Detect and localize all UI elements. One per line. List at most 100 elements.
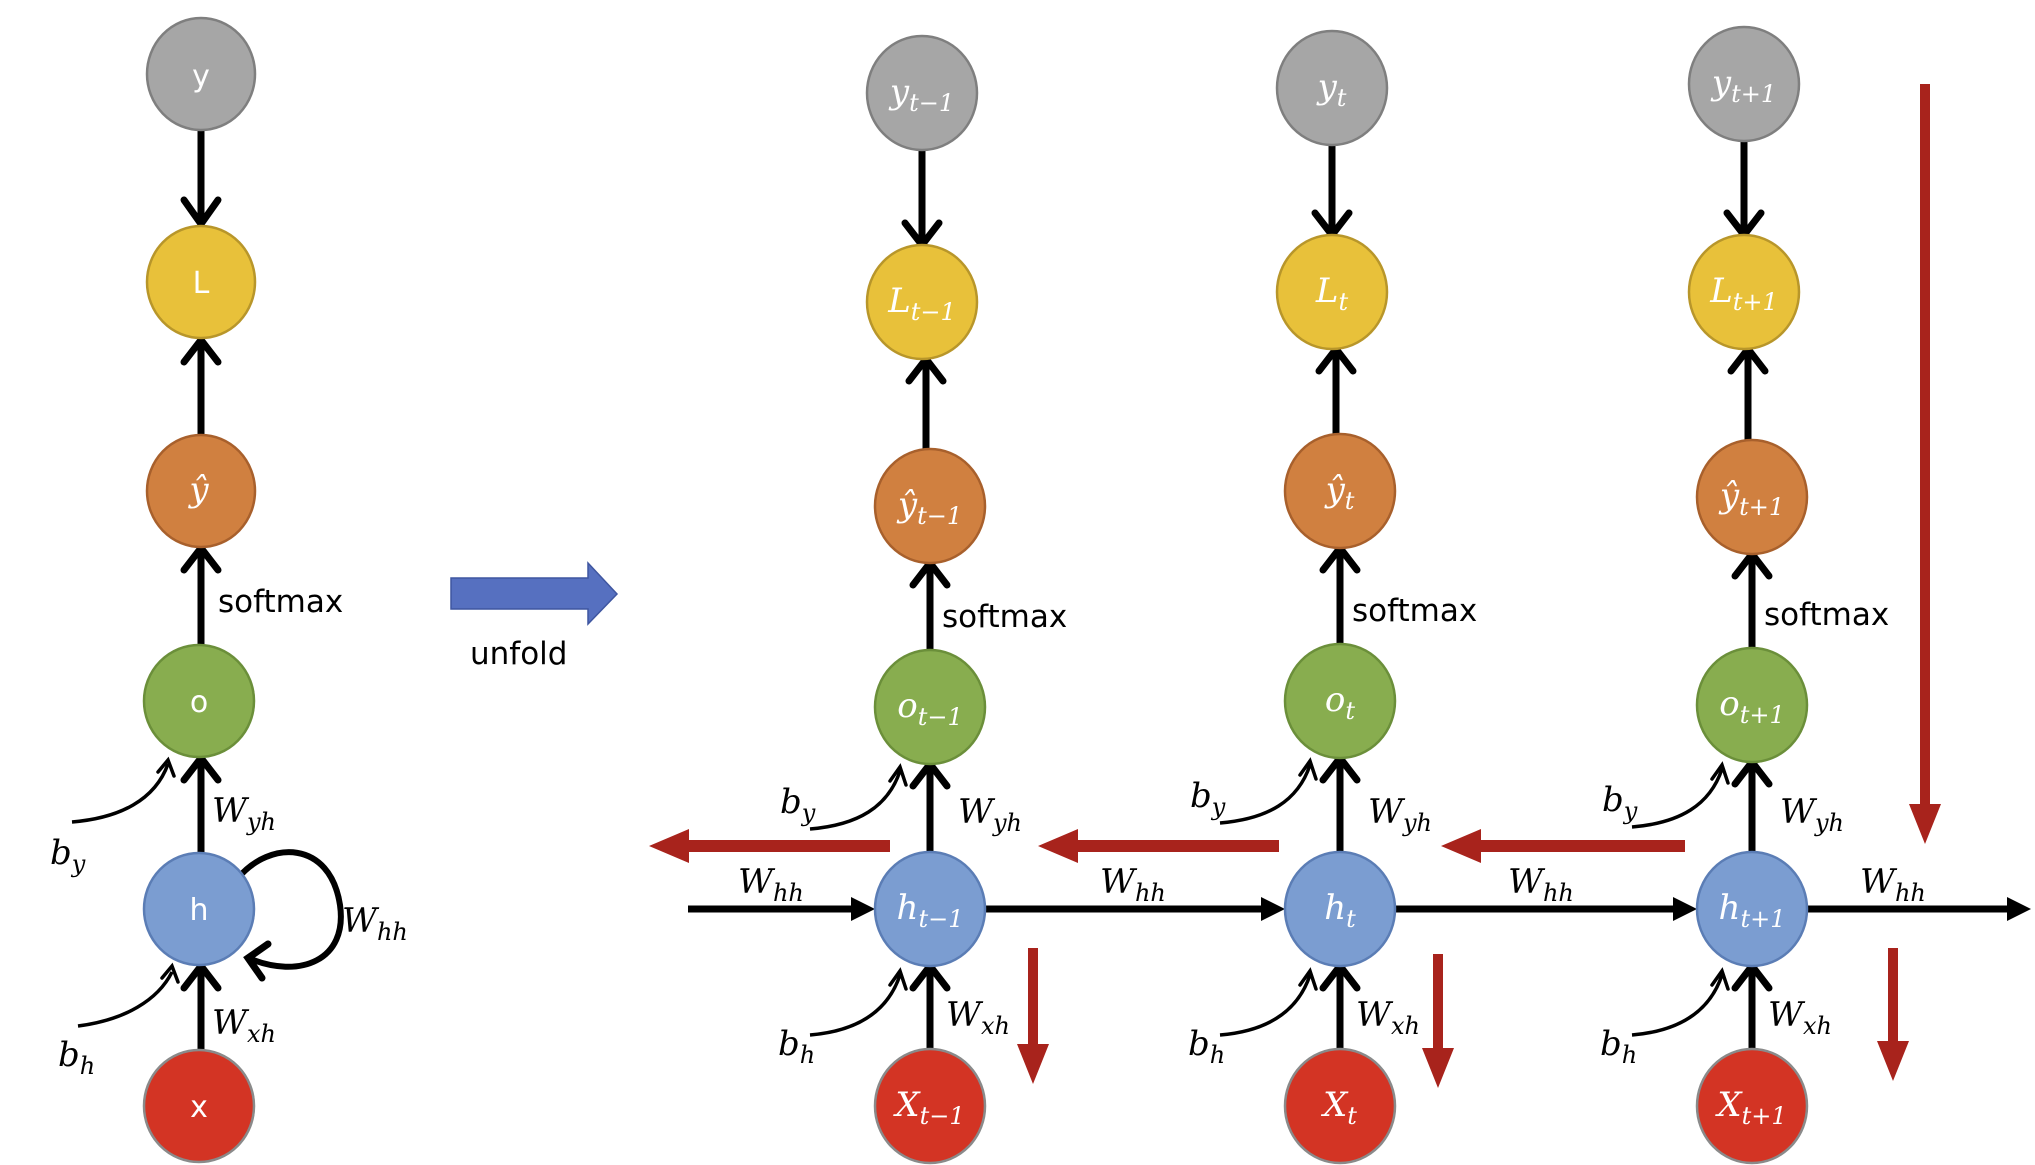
node-yhat: ŷt+1 [1695, 438, 1809, 556]
node-yhat-label: ŷt [1324, 470, 1355, 515]
Wyh-label: Wyh [958, 792, 1022, 837]
node-circle [145, 16, 257, 132]
bias-arrowhead-by [156, 756, 176, 778]
node-o-label: ot [1325, 680, 1355, 725]
self-loop-Whh [235, 849, 344, 970]
node-x: x [142, 1048, 256, 1164]
node-y-label: yt+1 [1710, 63, 1776, 108]
softmax-label: softmax [942, 599, 1067, 635]
bias-curve-bh [77, 971, 174, 1028]
Whh-label-2: Whh [1508, 862, 1574, 907]
Wyh-label: Wyh [1780, 792, 1844, 837]
bias-curve-by [809, 770, 902, 831]
bias-curve-by-head [1710, 761, 1730, 785]
by-label: by [50, 833, 86, 878]
recurrent-edge-1-head [1261, 897, 1285, 921]
bias-curve-by [1631, 768, 1724, 829]
node-y-label: yt [1316, 67, 1347, 112]
node-L-circle [1687, 233, 1801, 351]
node-yhat-circle [1283, 432, 1397, 550]
node-L-circle [1275, 233, 1389, 351]
node-X: Xt [1283, 1047, 1397, 1165]
node-h-circle [1695, 850, 1809, 968]
node-o: ot+1 [1695, 646, 1809, 764]
bias-curve-bh [1631, 974, 1724, 1037]
node-circle [145, 224, 257, 340]
bias-curve-bh [1219, 974, 1312, 1037]
bias-curve-bh-head [1710, 967, 1730, 991]
backprop-arrow-left-1 [649, 829, 890, 863]
recurrent-edge-in-head [851, 897, 875, 921]
node-h: ht+1 [1695, 850, 1809, 968]
node-X-label: Xt−1 [892, 1085, 964, 1130]
node-yhat-circle [1695, 438, 1809, 556]
node-X-label: Xt [1320, 1085, 1357, 1130]
arrowhead-y-to-L [180, 196, 222, 231]
node-yhat-circle [873, 447, 987, 565]
unfold-label: unfold [470, 636, 567, 672]
node-circle [142, 643, 256, 759]
bias-arrowhead-bh [160, 962, 180, 984]
node-x-label: x [190, 1090, 208, 1125]
node-yhat: ŷ [145, 433, 257, 549]
node-L: L [145, 224, 257, 340]
node-y: y [145, 16, 257, 132]
node-h-label: h [189, 893, 208, 928]
unfold-arrow: unfold [450, 561, 619, 672]
bias-curve-bh-head [888, 967, 908, 991]
node-L: Lt [1275, 233, 1389, 351]
node-circle [142, 1048, 256, 1164]
node-o: o [142, 643, 256, 759]
node-h-label: ht+1 [1719, 888, 1786, 933]
node-y-label: yt−1 [888, 72, 954, 117]
node-circle [145, 433, 257, 549]
bias-curve-bh [809, 974, 902, 1037]
node-o: ot [1283, 642, 1397, 760]
bh-label: bh [1188, 1024, 1225, 1069]
Wyh-label: Wyh [212, 791, 276, 836]
node-L: Lt−1 [865, 243, 979, 361]
recurrent-edge-out-head [2007, 897, 2031, 921]
backprop-arrow-left-2 [1038, 829, 1279, 863]
node-circle [142, 851, 256, 967]
node-X: Xt+1 [1695, 1047, 1809, 1165]
by-label: by [1602, 780, 1638, 825]
Wxh-label: Wxh [212, 1003, 276, 1048]
node-y-circle [865, 34, 979, 152]
node-L-label: Lt−1 [887, 281, 956, 326]
node-o-label: ot−1 [897, 686, 963, 731]
backprop-arrow-down-long [1909, 84, 1941, 844]
node-y: yt+1 [1687, 25, 1801, 143]
node-h-label: ht [1324, 888, 1356, 933]
node-L-label: Lt+1 [1709, 271, 1778, 316]
by-label: by [1190, 776, 1226, 821]
Wxh-label: Wxh [1356, 995, 1420, 1040]
by-label: by [780, 782, 816, 827]
time-step-2: yt+1Lt+1ŷt+1ot+1ht+1Xt+1softmaxWyhWxhbyb… [1600, 25, 1889, 1165]
node-X: Xt−1 [873, 1047, 987, 1165]
node-L-label: Lt [1315, 271, 1349, 316]
node-h-label: ht−1 [897, 888, 964, 933]
node-X-circle [873, 1047, 987, 1165]
node-o-circle [1695, 646, 1809, 764]
node-o-label: ot+1 [1719, 684, 1785, 729]
backprop-arrow-left-3 [1441, 829, 1685, 863]
node-yhat-label: ŷ [187, 470, 209, 510]
bias-curve-by-head [888, 763, 908, 787]
Wyh-label: Wyh [1368, 792, 1432, 837]
node-L: Lt+1 [1687, 233, 1801, 351]
node-y: yt [1275, 29, 1389, 147]
Whh-label-out: Whh [1860, 862, 1926, 907]
node-L-label: L [193, 266, 210, 301]
unfold-arrow-shape [450, 561, 619, 626]
node-y-circle [1275, 29, 1389, 147]
self-loop-arrowhead [243, 940, 272, 982]
node-o-circle [873, 648, 987, 766]
softmax-label: softmax [1352, 593, 1477, 629]
arrowhead-yhat-to-L [180, 334, 222, 366]
bias-curve-by-head [1298, 757, 1318, 781]
Wxh-label: Wxh [946, 995, 1010, 1040]
softmax-label: softmax [218, 584, 343, 620]
